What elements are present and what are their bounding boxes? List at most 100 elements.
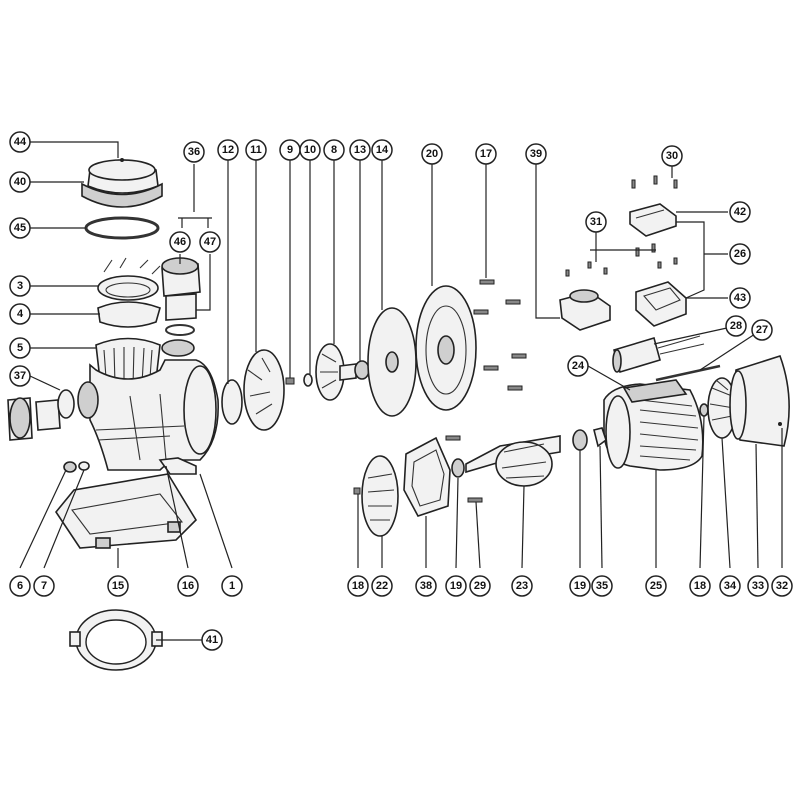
svg-text:41: 41 [206, 634, 218, 646]
front-bearing [451, 458, 465, 478]
svg-text:14: 14 [376, 144, 389, 156]
svg-text:32: 32 [776, 580, 788, 592]
callout-1: 1 [221, 575, 243, 597]
callout-33: 33 [747, 575, 769, 597]
rotor-shaft [465, 435, 561, 487]
svg-text:35: 35 [596, 580, 608, 592]
impeller-washer [303, 373, 313, 387]
svg-text:18: 18 [352, 580, 364, 592]
diffuser-gasket [221, 379, 243, 425]
callout-12: 12 [217, 139, 239, 161]
svg-text:40: 40 [14, 176, 26, 188]
pump-base [55, 473, 198, 549]
callout-37: 37 [9, 365, 31, 387]
svg-text:15: 15 [112, 580, 124, 592]
svg-text:8: 8 [331, 144, 337, 156]
svg-text:25: 25 [650, 580, 662, 592]
callout-17: 17 [475, 143, 497, 165]
drain-seal [78, 461, 90, 471]
capacitor-box [559, 289, 611, 331]
impeller [315, 343, 357, 401]
svg-text:38: 38 [420, 580, 432, 592]
callout-47: 47 [199, 231, 221, 253]
svg-text:1: 1 [229, 580, 235, 592]
locking-ring [97, 257, 161, 301]
mounting-bracket [403, 436, 451, 517]
svg-text:3: 3 [17, 280, 23, 292]
callout-4: 4 [9, 303, 31, 325]
rear-bearing [572, 429, 588, 451]
outlet-union [161, 257, 201, 336]
callout-19-right: 19 [569, 575, 591, 597]
svg-text:24: 24 [572, 360, 585, 372]
callout-27: 27 [751, 319, 773, 341]
callout-40: 40 [9, 171, 31, 193]
svg-text:45: 45 [14, 222, 26, 234]
fan-nut [699, 403, 709, 417]
callout-43: 43 [729, 287, 751, 309]
callout-22: 22 [371, 575, 393, 597]
callout-34: 34 [719, 575, 741, 597]
svg-text:5: 5 [17, 342, 23, 354]
callout-14: 14 [371, 139, 393, 161]
svg-text:42: 42 [734, 206, 746, 218]
clamp-ring [69, 609, 163, 671]
callout-39: 39 [525, 143, 547, 165]
callout-45: 45 [9, 217, 31, 239]
callout-42: 42 [729, 201, 751, 223]
svg-text:23: 23 [516, 580, 528, 592]
svg-text:43: 43 [734, 292, 746, 304]
fan-cover [729, 355, 790, 447]
cover-screws [565, 175, 678, 277]
motor [603, 379, 704, 471]
callout-6: 6 [9, 575, 31, 597]
svg-text:6: 6 [17, 580, 23, 592]
impeller-screw [285, 377, 295, 385]
svg-text:30: 30 [666, 150, 678, 162]
callout-23: 23 [511, 575, 533, 597]
callout-16: 16 [177, 575, 199, 597]
bearing-screws [445, 435, 483, 503]
svg-text:27: 27 [756, 324, 768, 336]
callout-31: 31 [585, 211, 607, 233]
callout-41: 41 [201, 629, 223, 651]
callout-32: 32 [771, 575, 793, 597]
end-shield [361, 455, 399, 537]
callout-7: 7 [33, 575, 55, 597]
flange-bolts [473, 279, 527, 391]
capacitor [612, 335, 705, 374]
lid-o-ring [84, 216, 160, 240]
svg-text:33: 33 [752, 580, 764, 592]
callout-20: 20 [421, 143, 443, 165]
motor-flange [415, 285, 477, 411]
callout-29: 29 [469, 575, 491, 597]
svg-text:9: 9 [287, 144, 293, 156]
svg-text:36: 36 [188, 146, 200, 158]
svg-text:11: 11 [250, 144, 262, 156]
callout-26: 26 [729, 243, 751, 265]
callout-28: 28 [725, 315, 747, 337]
callout-44: 44 [9, 131, 31, 153]
svg-text:47: 47 [204, 236, 216, 248]
svg-text:28: 28 [730, 320, 742, 332]
svg-text:46: 46 [174, 236, 186, 248]
svg-text:10: 10 [304, 144, 316, 156]
svg-text:17: 17 [480, 148, 492, 160]
svg-text:7: 7 [41, 580, 47, 592]
drain-plug [63, 461, 77, 473]
callout-13: 13 [349, 139, 371, 161]
svg-text:39: 39 [530, 148, 542, 160]
svg-text:20: 20 [426, 148, 438, 160]
pump-housing [89, 359, 219, 475]
inlet-union [7, 381, 99, 441]
terminal-cover [629, 203, 677, 237]
mechanical-seal [354, 360, 370, 380]
callout-19-left: 19 [445, 575, 467, 597]
callout-24: 24 [567, 355, 589, 377]
callout-9: 9 [279, 139, 301, 161]
callout-11: 11 [245, 139, 267, 161]
svg-text:13: 13 [354, 144, 366, 156]
callout-18-left: 18 [347, 575, 369, 597]
callout-36: 36 [183, 141, 205, 163]
